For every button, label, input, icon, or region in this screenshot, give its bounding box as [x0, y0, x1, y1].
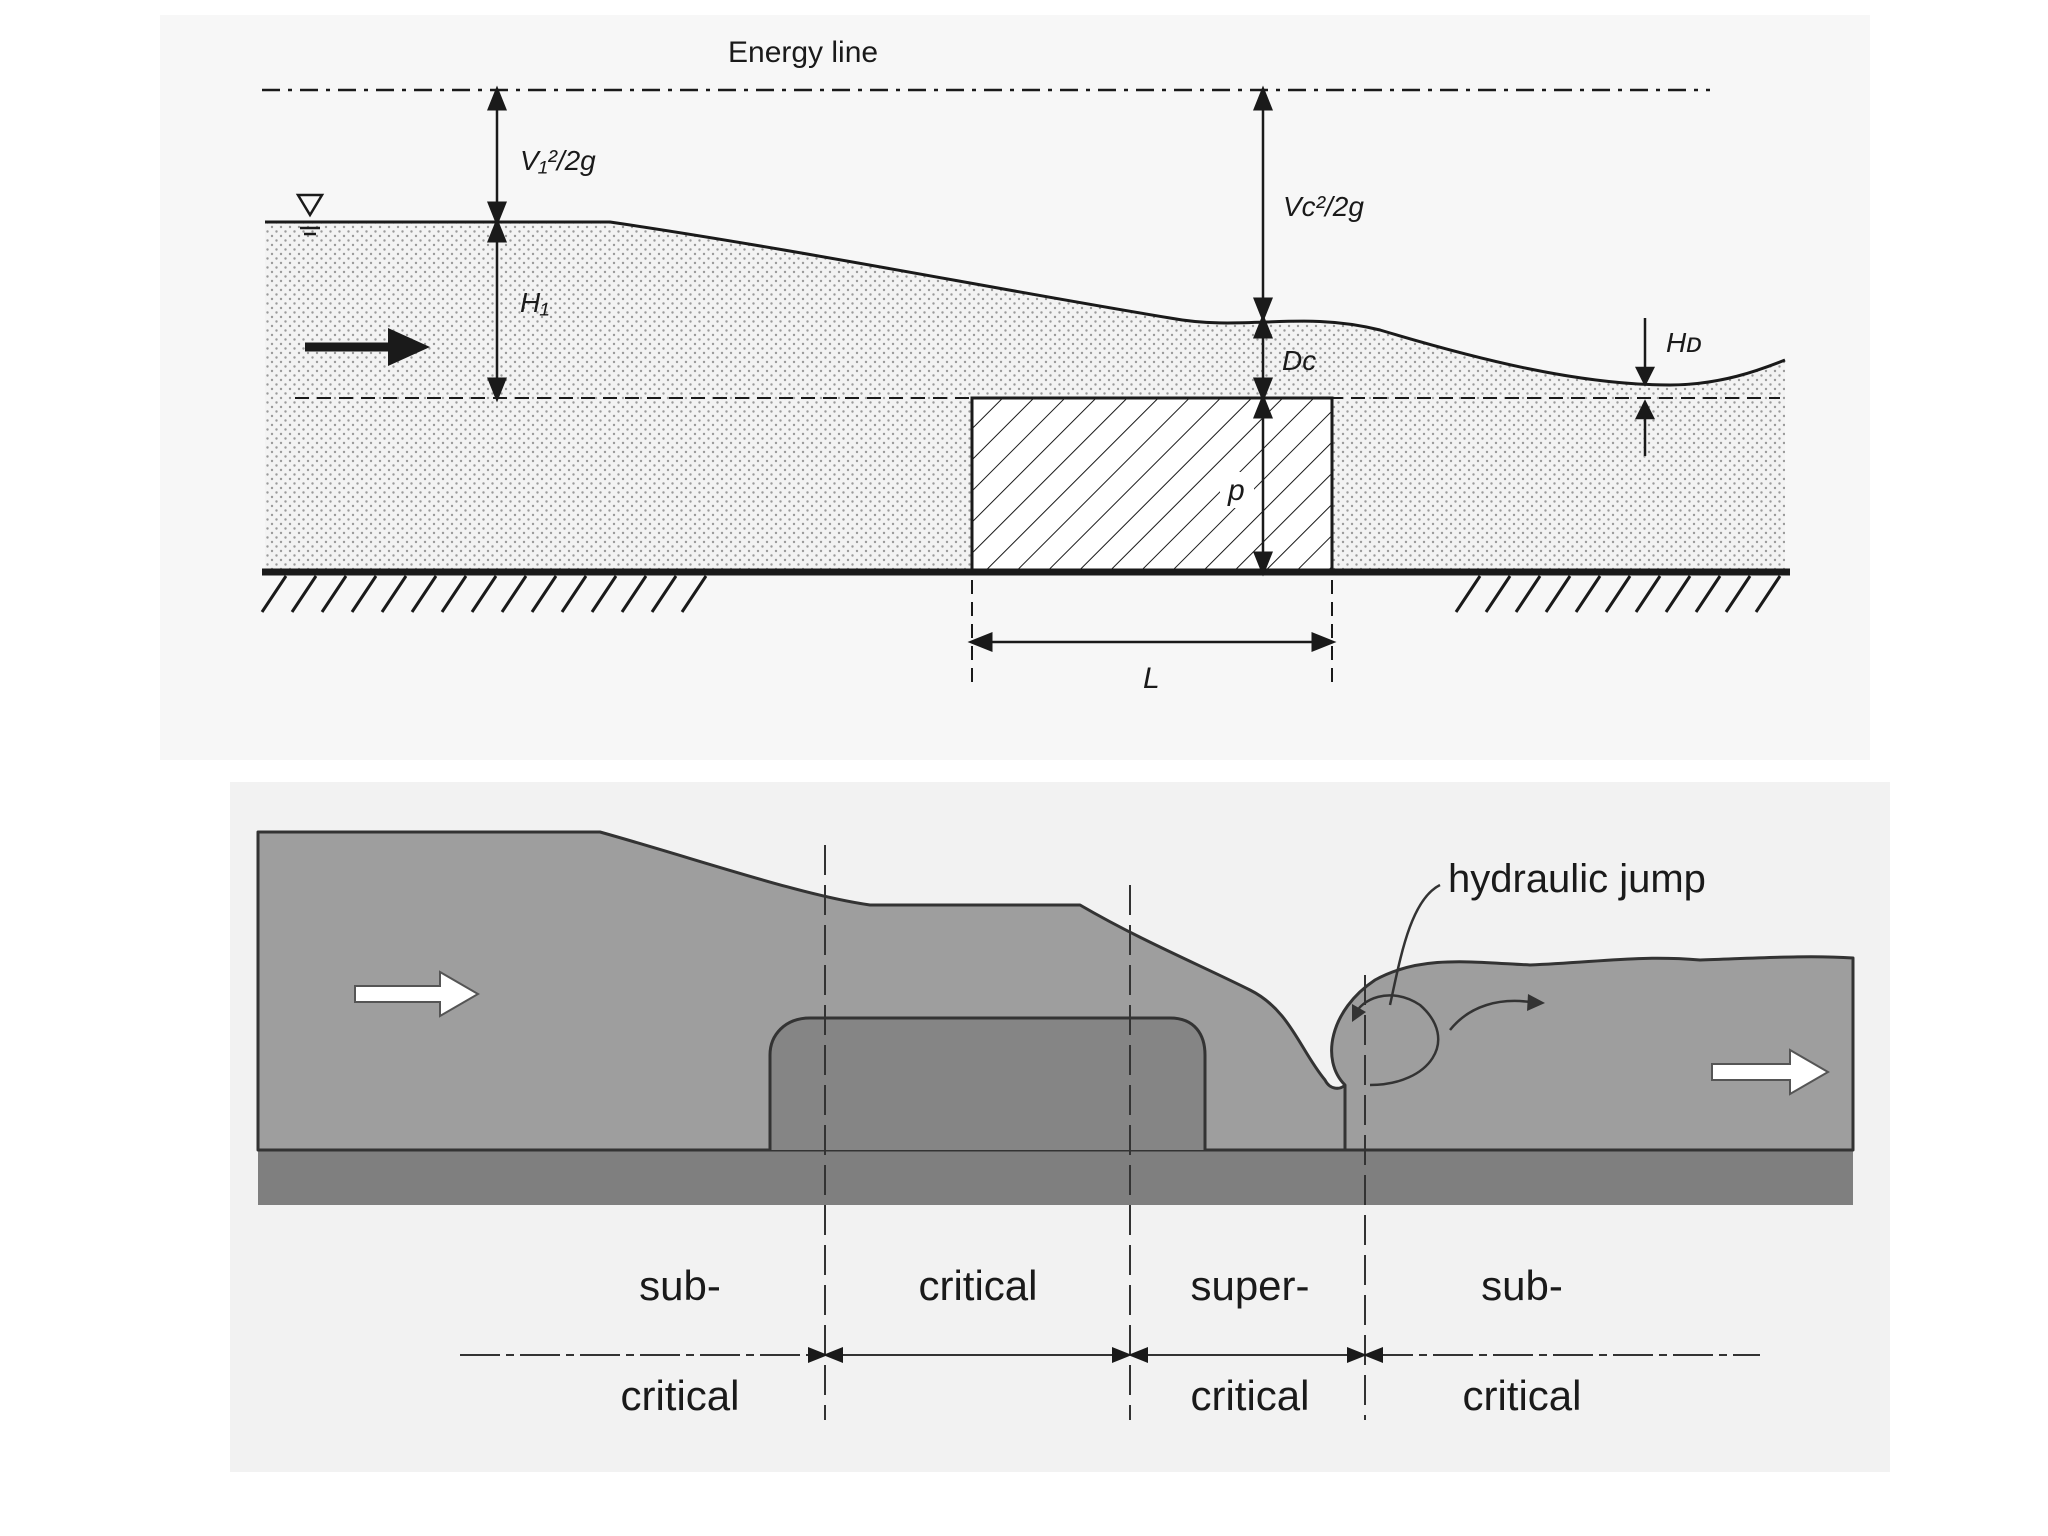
l-label: L — [1143, 662, 1160, 695]
broad-crested-weir — [970, 396, 1334, 574]
hd-label: Hᴅ — [1666, 327, 1702, 358]
vc-head-label: Vᴄ²/2g — [1283, 191, 1364, 222]
bed-hatching-left — [260, 575, 708, 613]
jump-roller-arrowhead-back — [1352, 1004, 1366, 1022]
water-surface-symbol — [295, 193, 325, 236]
zone-2-line1: critical — [918, 1262, 1037, 1309]
p-label-backdrop — [1220, 472, 1254, 508]
hd-dimension — [1634, 318, 1656, 456]
p-label: p — [1227, 474, 1245, 507]
water-surface-line — [265, 220, 1786, 387]
jump-roller-arrowhead — [1527, 994, 1545, 1011]
zone-3-line2: critical — [1190, 1372, 1309, 1419]
jump-roller-arrow — [1449, 999, 1531, 1031]
flow-arrow-upstream — [354, 970, 480, 1018]
flow-direction-arrow-top — [305, 328, 430, 366]
jump-roller-curl — [1353, 994, 1440, 1087]
channel-bed-band — [258, 1150, 1853, 1205]
energy-line-label: Energy line — [728, 36, 878, 69]
hydraulic-jump-pointer — [1388, 883, 1441, 1006]
bed-hatching-right — [1454, 575, 1782, 613]
dc-label: Dᴄ — [1282, 345, 1316, 376]
bottom-diagram: hydraulic jump sub- critical critical su… — [230, 782, 1890, 1472]
flow-arrow-downstream — [1711, 1048, 1830, 1096]
top-diagram: Energy line — [160, 15, 1870, 760]
weir-block — [768, 1016, 1207, 1150]
zone-1-line2: critical — [620, 1372, 739, 1419]
v1-head-label: V₁²/2g — [520, 145, 596, 176]
downstream-water-body — [1330, 955, 1855, 1152]
zone-1-line1: sub- — [639, 1262, 721, 1309]
zone-3-line1: super- — [1190, 1262, 1309, 1309]
h1-label: H₁ — [520, 287, 549, 318]
zone-4-line1: sub- — [1481, 1262, 1563, 1309]
hydraulic-jump-label: hydraulic jump — [1448, 857, 1706, 901]
zone-4-line2: critical — [1462, 1372, 1581, 1419]
